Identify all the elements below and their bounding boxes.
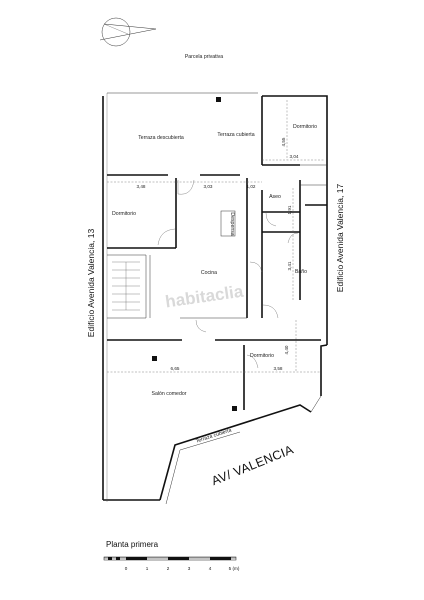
dimension-labels: 3,48 3,03 1,02 4,55 3,04 1,91 3,41 4,40 … [137, 137, 299, 371]
room-dormitorio-bottom: Dormitorio [250, 353, 274, 359]
plan-title: Planta primera [106, 540, 159, 549]
room-dormitorio-top-right: Dormitorio [293, 124, 317, 130]
room-salon-comedor: Salón comedor [152, 391, 187, 397]
scale-tick-3: 3 [188, 566, 191, 571]
dim-358: 3,58 [274, 366, 283, 371]
scale-tick-5: 5 (m) [229, 566, 240, 571]
scale-bar: 0 1 2 3 4 5 (m) [103, 556, 240, 571]
room-bano: Baño [295, 269, 307, 275]
watermark: habitaclia [164, 282, 245, 312]
dim-304: 3,04 [290, 154, 299, 159]
scale-tick-2: 2 [167, 566, 170, 571]
room-terraza-descubierta: Terraza descubierta [138, 135, 184, 141]
room-dormitorio-left: Dormitorio [112, 211, 136, 217]
dim-102: 1,02 [247, 184, 256, 189]
parcel-label: Parcela privativa [185, 54, 223, 60]
street-label: AV/ VALENCIA [209, 442, 295, 488]
room-labels: Terraza descubierta Terraza cubierta Dor… [112, 124, 317, 445]
room-terraza-cubierta-top: Terraza cubierta [217, 132, 254, 138]
dimension-lines [107, 100, 325, 373]
scale-tick-1: 1 [146, 566, 149, 571]
dim-455: 4,55 [281, 137, 286, 146]
room-despensa: Despensa [229, 212, 235, 235]
neighbor-right-label: Edificio Avenida Valencia, 17 [335, 184, 345, 293]
compass-icon [99, 17, 157, 47]
room-cocina: Cocina [201, 270, 217, 276]
room-aseo: Aseo [269, 194, 281, 200]
outer-walls [102, 92, 328, 505]
neighbor-left-label: Edificio Avenida Valencia, 13 [86, 229, 96, 338]
scale-tick-4: 4 [209, 566, 212, 571]
doors [157, 179, 299, 369]
scale-tick-0: 0 [125, 566, 128, 571]
dim-665: 6,65 [171, 366, 180, 371]
dim-191: 1,91 [287, 205, 292, 214]
interior-walls [107, 97, 327, 411]
dim-440: 4,40 [284, 345, 289, 354]
dim-303: 3,03 [204, 184, 213, 189]
dim-341: 3,41 [287, 261, 292, 270]
dim-348: 3,48 [137, 184, 146, 189]
